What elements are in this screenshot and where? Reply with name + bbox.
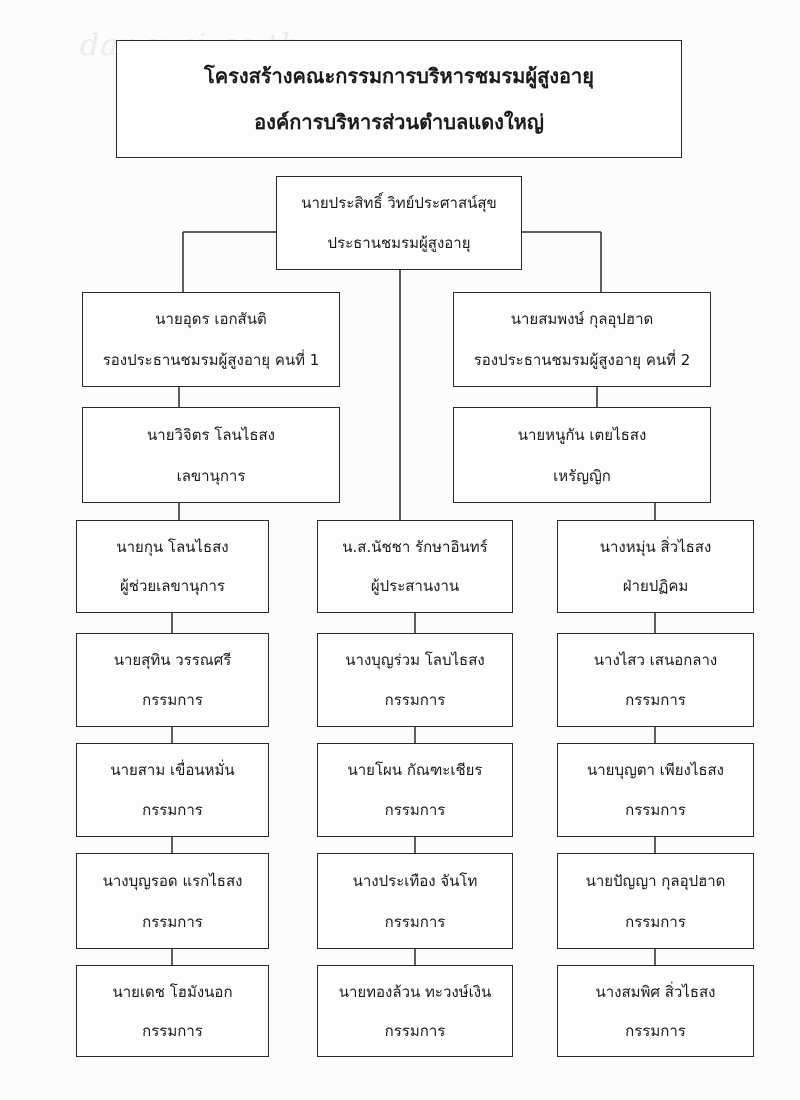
- chart-title-box: โครงสร้างคณะกรรมการบริหารชมรมผู้สูงอายุ …: [116, 40, 682, 158]
- node-right-1: นางหมุ่น สิ่วไธสง ฝ่ายปฏิคม: [557, 520, 754, 613]
- node-name: นายปัญญา กุลอุปฮาด: [585, 871, 726, 890]
- node-name: นายอุดร เอกสันติ: [155, 310, 267, 329]
- node-name: นายวิจิตร โลนไธสง: [147, 425, 275, 444]
- node-vice-president-1: นายอุดร เอกสันติ รองประธานชมรมผู้สูงอายุ…: [82, 292, 340, 387]
- node-right-2: นางไสว เสนอกลาง กรรมการ: [557, 633, 754, 727]
- node-name: นายสาม เขื่อนหมั่น: [110, 761, 235, 779]
- node-role: ผู้ประสานงาน: [370, 577, 460, 596]
- node-right-4: นายปัญญา กุลอุปฮาด กรรมการ: [557, 853, 754, 949]
- node-center-3: นายโผน กัณฑะเชียร กรรมการ: [317, 743, 513, 837]
- node-role: รองประธานชมรมผู้สูงอายุ คนที่ 2: [473, 350, 691, 369]
- node-president: นายประสิทธิ์ วิทย์ประศาสน์สุข ประธานชมรม…: [276, 176, 522, 270]
- node-name: นางประเทือง จันโท: [352, 871, 478, 890]
- node-name: นายบุญตา เพียงไธสง: [586, 761, 724, 779]
- node-role: กรรมการ: [625, 691, 686, 709]
- node-name: นางสมพิศ สิ่วไธสง: [595, 982, 716, 1001]
- node-name: นายกุน โลนไธสง: [116, 537, 229, 556]
- node-role: กรรมการ: [625, 801, 686, 819]
- node-name: น.ส.นัชชา รักษาอินทร์: [342, 537, 488, 556]
- node-name: นางบุญร่วม โลบไธสง: [345, 651, 485, 669]
- node-vice-president-2: นายสมพงษ์ กุลอุปฮาด รองประธานชมรมผู้สูงอ…: [453, 292, 711, 387]
- node-name: นางหมุ่น สิ่วไธสง: [599, 537, 712, 556]
- node-center-5: นายทองล้วน ทะวงษ์เงิน กรรมการ: [317, 965, 513, 1057]
- node-right-3: นายบุญตา เพียงไธสง กรรมการ: [557, 743, 754, 837]
- node-role: กรรมการ: [625, 1021, 686, 1040]
- node-role: กรรมการ: [142, 691, 203, 709]
- node-role: รองประธานชมรมผู้สูงอายุ คนที่ 1: [102, 350, 320, 369]
- node-role: กรรมการ: [142, 1021, 203, 1040]
- chart-title: โครงสร้างคณะกรรมการบริหารชมรมผู้สูงอายุ: [203, 64, 595, 88]
- node-left-5: นายเดช โฮมังนอก กรรมการ: [76, 965, 269, 1057]
- node-role: กรรมการ: [384, 801, 446, 819]
- node-name: นายหนูกัน เตยไธสง: [517, 425, 647, 444]
- node-role: กรรมการ: [384, 1021, 446, 1040]
- node-role: ประธานชมรมผู้สูงอายุ: [327, 234, 471, 252]
- node-name: นางไสว เสนอกลาง: [593, 651, 718, 669]
- node-role: เหรัญญิก: [553, 466, 611, 485]
- node-name: นายโผน กัณฑะเชียร: [347, 761, 483, 779]
- node-left-2: นายสุทิน วรรณศรี กรรมการ: [76, 633, 269, 727]
- node-left-1: นายกุน โลนไธสง ผู้ช่วยเลขานุการ: [76, 520, 269, 613]
- node-center-2: นางบุญร่วม โลบไธสง กรรมการ: [317, 633, 513, 727]
- node-role: กรรมการ: [142, 912, 203, 931]
- node-center-4: นางประเทือง จันโท กรรมการ: [317, 853, 513, 949]
- node-right-5: นางสมพิศ สิ่วไธสง กรรมการ: [557, 965, 754, 1057]
- node-name: นายสมพงษ์ กุลอุปฮาด: [510, 310, 654, 329]
- node-left-3: นายสาม เขื่อนหมั่น กรรมการ: [76, 743, 269, 837]
- node-name: นายสุทิน วรรณศรี: [113, 651, 232, 669]
- node-name: นายประสิทธิ์ วิทย์ประศาสน์สุข: [301, 194, 497, 212]
- node-role: กรรมการ: [625, 912, 686, 931]
- chart-subtitle: องค์การบริหารส่วนตำบลแดงใหญ่: [254, 110, 544, 134]
- node-left-4: นางบุญรอด แรกไธสง กรรมการ: [76, 853, 269, 949]
- node-name: นางบุญรอด แรกไธสง: [102, 871, 243, 890]
- node-name: นายเดช โฮมังนอก: [112, 982, 233, 1001]
- node-role: ฝ่ายปฏิคม: [622, 577, 689, 596]
- node-name: นายทองล้วน ทะวงษ์เงิน: [338, 982, 492, 1001]
- node-role: ผู้ช่วยเลขานุการ: [120, 577, 225, 596]
- node-role: กรรมการ: [142, 801, 203, 819]
- node-treasurer: นายหนูกัน เตยไธสง เหรัญญิก: [453, 407, 711, 503]
- node-role: กรรมการ: [384, 691, 446, 709]
- node-role: กรรมการ: [384, 912, 446, 931]
- node-secretary: นายวิจิตร โลนไธสง เลขานุการ: [82, 407, 340, 503]
- node-center-1: น.ส.นัชชา รักษาอินทร์ ผู้ประสานงาน: [317, 520, 513, 613]
- node-role: เลขานุการ: [176, 466, 246, 485]
